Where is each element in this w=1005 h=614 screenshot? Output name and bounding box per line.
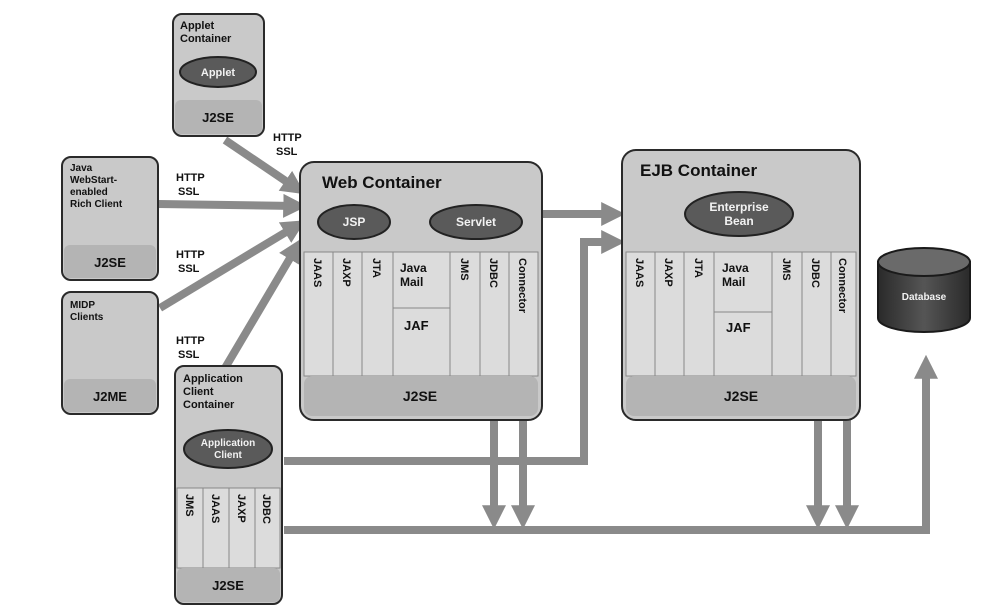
web-service-jaxp: JAXP (340, 258, 352, 287)
applet-container: Applet Container Applet J2SE (172, 13, 265, 137)
database-label: Database (902, 292, 947, 303)
midp-clients-base (64, 379, 156, 412)
web-service-connector: Connector (516, 258, 528, 314)
applet-ssl-label: SSL (276, 146, 298, 158)
web-container: Web Container JSP Servlet JAAS JAXP JTA … (299, 161, 543, 421)
midp-clients-label-2: Clients (70, 312, 104, 323)
ejb-container-base-label: J2SE (724, 388, 758, 404)
application-client-container: Application Client Container Application… (174, 365, 283, 605)
app-client-services: JMS JAAS JAXP JDBC (176, 487, 281, 569)
arrow-richclient-to-web (157, 193, 308, 218)
richclient-ssl-label: SSL (178, 186, 200, 198)
midp-http-label: HTTP (176, 249, 205, 261)
ejb-service-jdbc: JDBC (809, 258, 821, 288)
rich-client-label-2: WebStart- (70, 175, 117, 186)
web-service-jaf: JAF (404, 318, 429, 333)
web-service-javamail-2: Mail (400, 275, 423, 289)
applet-component-label: Applet (201, 67, 236, 79)
appclient-ssl-label: SSL (178, 349, 200, 361)
ejb-container-services: JAAS JAXP JTA Java Mail JAF JMS JDBC Con… (625, 251, 857, 377)
app-client-service-jdbc: JDBC (260, 494, 272, 524)
ejb-service-jaxp: JAXP (662, 258, 674, 287)
ejb-service-jaf: JAF (726, 320, 751, 335)
rich-client-base (64, 245, 156, 278)
app-client-service-jms: JMS (183, 494, 195, 517)
protocol-labels: HTTP SSL HTTP SSL HTTP SSL HTTP SSL (176, 132, 302, 361)
rich-client-label-4: Rich Client (70, 199, 123, 210)
database-cylinder-icon (877, 261, 971, 333)
web-container-services: JAAS JAXP JTA Java Mail JAF JMS JDBC Con… (303, 251, 539, 377)
midp-clients-label-1: MIDP (70, 300, 95, 311)
app-client-container-title-1: Application (183, 373, 243, 385)
web-service-jta: JTA (370, 258, 382, 278)
web-service-jdbc: JDBC (487, 258, 499, 288)
ejb-service-javamail-1: Java (722, 261, 749, 275)
richclient-http-label: HTTP (176, 172, 205, 184)
arrow-appclient-to-web (221, 238, 302, 371)
ejb-container: EJB Container Enterprise Bean JAAS JAXP … (621, 149, 861, 421)
app-client-service-jaas: JAAS (209, 494, 221, 523)
arrow-applet-to-web (222, 136, 306, 195)
ejb-service-javamail-2: Mail (722, 275, 745, 289)
enterprise-bean-label-1: Enterprise (709, 200, 769, 214)
ejb-container-base (626, 376, 856, 416)
arrow-midp-to-web (157, 220, 306, 312)
web-container-title: Web Container (322, 173, 442, 192)
rich-client-base-label: J2SE (94, 255, 126, 270)
application-client-component (183, 429, 273, 469)
web-service-javamail-1: Java (400, 261, 427, 275)
app-client-container-base (177, 568, 280, 602)
ejb-container-title: EJB Container (640, 161, 758, 180)
applet-container-base-label: J2SE (202, 110, 234, 125)
app-client-container-title-3: Container (183, 399, 235, 411)
web-container-base-label: J2SE (403, 388, 437, 404)
web-service-jaas: JAAS (311, 258, 323, 287)
jsp-component (317, 204, 391, 240)
web-container-base (304, 376, 538, 416)
ejb-service-connector: Connector (836, 258, 848, 314)
appclient-http-label: HTTP (176, 335, 205, 347)
midp-clients: MIDP Clients J2ME (61, 291, 159, 415)
ejb-service-jta: JTA (692, 258, 704, 278)
database: Database (877, 247, 971, 333)
ejb-service-jaas: JAAS (633, 258, 645, 287)
arrow-to-database (284, 354, 938, 534)
applet-container-title-2: Container (180, 33, 232, 45)
rich-client: Java WebStart- enabled Rich Client J2SE (61, 156, 159, 281)
application-client-label-1: Application (201, 438, 255, 449)
web-service-jms: JMS (458, 258, 470, 281)
application-client-label-2: Client (214, 450, 242, 461)
midp-clients-base-label: J2ME (93, 389, 127, 404)
applet-component (179, 56, 257, 88)
ejb-service-jms: JMS (780, 258, 792, 281)
rich-client-label-3: enabled (70, 187, 108, 198)
applet-http-label: HTTP (273, 132, 302, 144)
app-client-container-base-label: J2SE (212, 578, 244, 593)
servlet-component-label: Servlet (456, 215, 496, 229)
applet-container-title-1: Applet (180, 20, 215, 32)
applet-container-base (175, 100, 262, 134)
enterprise-bean-component (684, 191, 794, 237)
servlet-component (429, 204, 523, 240)
midp-ssl-label: SSL (178, 263, 200, 275)
app-client-container-title-2: Client (183, 386, 214, 398)
database-top (877, 247, 971, 277)
app-client-service-jaxp: JAXP (235, 494, 247, 523)
arrow-appclient-to-ejb (284, 230, 626, 465)
jsp-component-label: JSP (343, 215, 366, 229)
enterprise-bean-label-2: Bean (724, 214, 753, 228)
rich-client-label-1: Java (70, 163, 93, 174)
